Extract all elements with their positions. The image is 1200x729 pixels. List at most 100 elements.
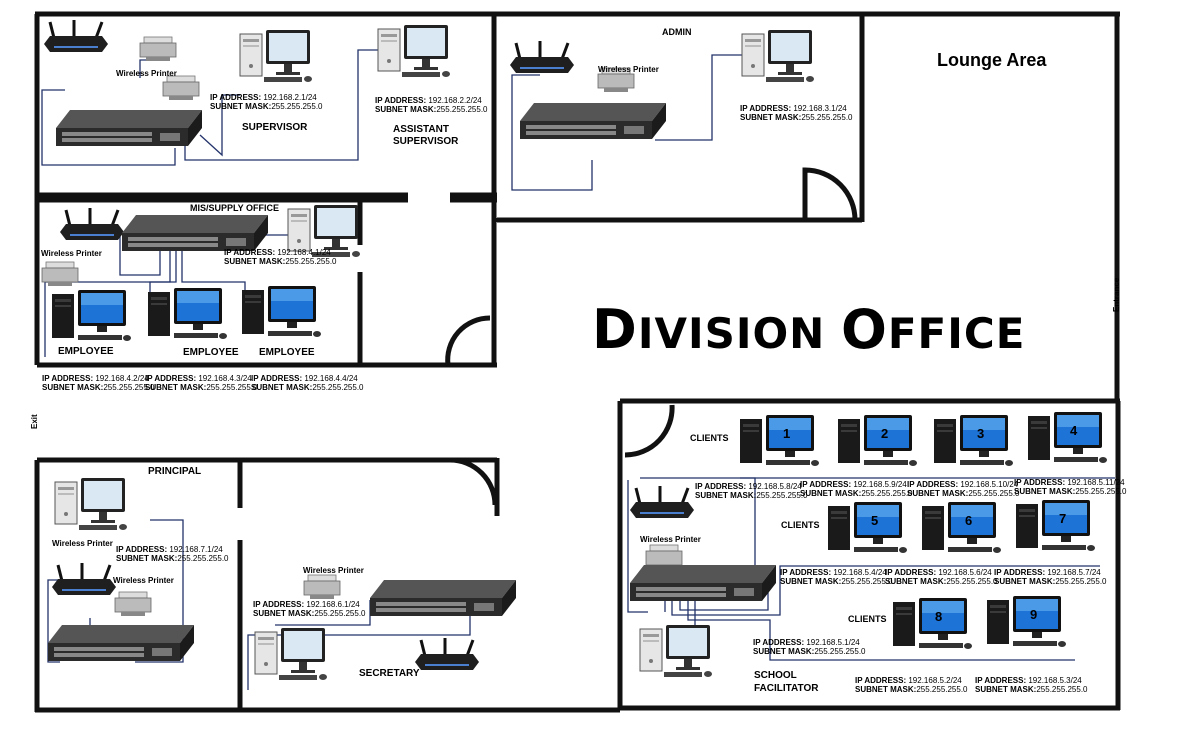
client-mask: SUBNET MASK:255.255.255.0 [1014,487,1127,496]
principal-ip: IP ADDRESS: 192.168.7.1/24 [116,545,223,554]
router-icon [508,39,576,75]
router-icon [58,206,126,242]
client-number: 1 [783,426,790,441]
client-ip: IP ADDRESS: 192.168.5.7/24 [994,568,1101,577]
computer-icon [740,415,819,466]
admin-ip: IP ADDRESS: 192.168.3.1/24 [740,104,847,113]
client-mask: SUBNET MASK:255.255.255.0 [855,685,968,694]
secretary-title: SECRETARY [359,668,420,679]
printer-icon [139,36,177,62]
employee-label: EMPLOYEE [183,347,239,358]
employee-label: EMPLOYEE [259,347,315,358]
principal-title: PRINCIPAL [148,466,202,477]
employee-label: EMPLOYEE [58,346,114,357]
computer-icon [254,627,328,681]
client-mask: SUBNET MASK:255.255.255.0 [975,685,1088,694]
switch-icon [122,215,268,251]
computer-icon [54,477,128,531]
admin-mask: SUBNET MASK:255.255.255.0 [740,113,853,122]
client-mask: SUBNET MASK:255.255.255.0 [695,491,808,500]
computer-icon [377,24,451,78]
client-ip: IP ADDRESS: 192.168.5.2/24 [855,676,962,685]
computer-icon [838,415,917,466]
computer-icon [987,596,1066,647]
client-number: 2 [881,426,888,441]
switch-icon [48,625,194,661]
facilitator-title: SCHOOL [754,670,797,681]
client-number: 5 [871,513,878,528]
client-ip: IP ADDRESS: 192.168.5.4/24 [780,568,887,577]
printer-icon [41,261,79,287]
printer-label: Wireless Printer [52,539,113,548]
cables [41,49,1115,690]
client-number: 8 [935,609,942,624]
employee-ip: IP ADDRESS: 192.168.4.2/24 [42,374,149,383]
printer-label: Wireless Printer [598,65,659,74]
principal-mask: SUBNET MASK:255.255.255.0 [116,554,229,563]
employee-mask: SUBNET MASK:255.255.255.0 [145,383,258,392]
client-ip: IP ADDRESS: 192.168.5.11/24 [1014,478,1125,487]
printer-label: Wireless Printer [41,249,102,258]
facilitator-ip: IP ADDRESS: 192.168.5.1/24 [753,638,860,647]
secretary-ip: IP ADDRESS: 192.168.6.1/24 [253,600,360,609]
facilitator-title: FACILITATOR [754,683,819,694]
admin-title: ADMIN [662,27,692,37]
employee-ip: IP ADDRESS: 192.168.4.3/24 [145,374,252,383]
supervisor-mask: SUBNET MASK:255.255.255.0 [210,102,323,111]
client-number: 3 [977,426,984,441]
computer-icon [52,290,131,341]
computer-icon [741,29,815,83]
employee-ip: IP ADDRESS: 192.168.4.4/24 [251,374,358,383]
switch-icon [370,580,516,616]
client-ip: IP ADDRESS: 192.168.5.10/24 [907,480,1019,489]
printer-icon [162,75,200,101]
mis-mask: SUBNET MASK:255.255.255.0 [224,257,337,266]
computer-icon [148,288,227,339]
computer-icon [893,598,972,649]
employee-mask: SUBNET MASK:255.255.255.0 [42,383,155,392]
switch-icon [56,110,202,146]
assistant-title: SUPERVISOR [393,136,459,147]
client-numbers: 1 2 3 4 5 6 7 8 9 [783,423,1078,624]
computer-icon [922,502,1001,553]
printer-icon [303,574,341,600]
switch-icon [520,103,666,139]
lounge-area-label: Lounge Area [937,50,1047,70]
switch-icon [630,565,776,601]
assistant-ip: IP ADDRESS: 192.168.2.2/24 [375,96,482,105]
supervisor-title: SUPERVISOR [242,122,308,133]
printer-icon [114,591,152,617]
router-icon [42,18,110,54]
printer-label: Wireless Printer [116,69,177,78]
facilitator-mask: SUBNET MASK:255.255.255.0 [753,647,866,656]
page-title: DIVISION OFFICE [592,298,1026,361]
computer-icon [242,286,321,337]
computer-icon [828,502,907,553]
client-number: 6 [965,513,972,528]
client-mask: SUBNET MASK:255.255.255.0 [800,489,913,498]
clients-title: CLIENTS [781,520,820,530]
client-number: 9 [1030,607,1037,622]
mis-title: MIS/SUPPLY OFFICE [190,203,280,213]
doors [445,167,858,506]
printer-label: Wireless Printer [113,576,174,585]
printer-label: Wireless Printer [640,535,701,544]
entrance-label: Entrance [1112,277,1121,312]
router-icon [628,484,696,520]
client-ip: IP ADDRESS: 192.168.5.6/24 [885,568,992,577]
computer-icon [1016,500,1095,551]
client-mask: SUBNET MASK:255.255.255.0 [907,489,1020,498]
secretary-mask: SUBNET MASK:255.255.255.0 [253,609,366,618]
assistant-title: ASSISTANT [393,124,449,135]
computer-icon [639,624,713,678]
client-number: 4 [1070,423,1078,438]
computer-icon [239,29,313,83]
client-mask: SUBNET MASK:255.255.255.0 [780,577,893,586]
computer-icon [934,415,1013,466]
computer-icon [1028,412,1107,463]
supervisor-ip: IP ADDRESS: 192.168.2.1/24 [210,93,317,102]
client-ip: IP ADDRESS: 192.168.5.8/24 [695,482,802,491]
client-mask: SUBNET MASK:255.255.255.0 [994,577,1107,586]
clients-title: CLIENTS [848,614,887,624]
